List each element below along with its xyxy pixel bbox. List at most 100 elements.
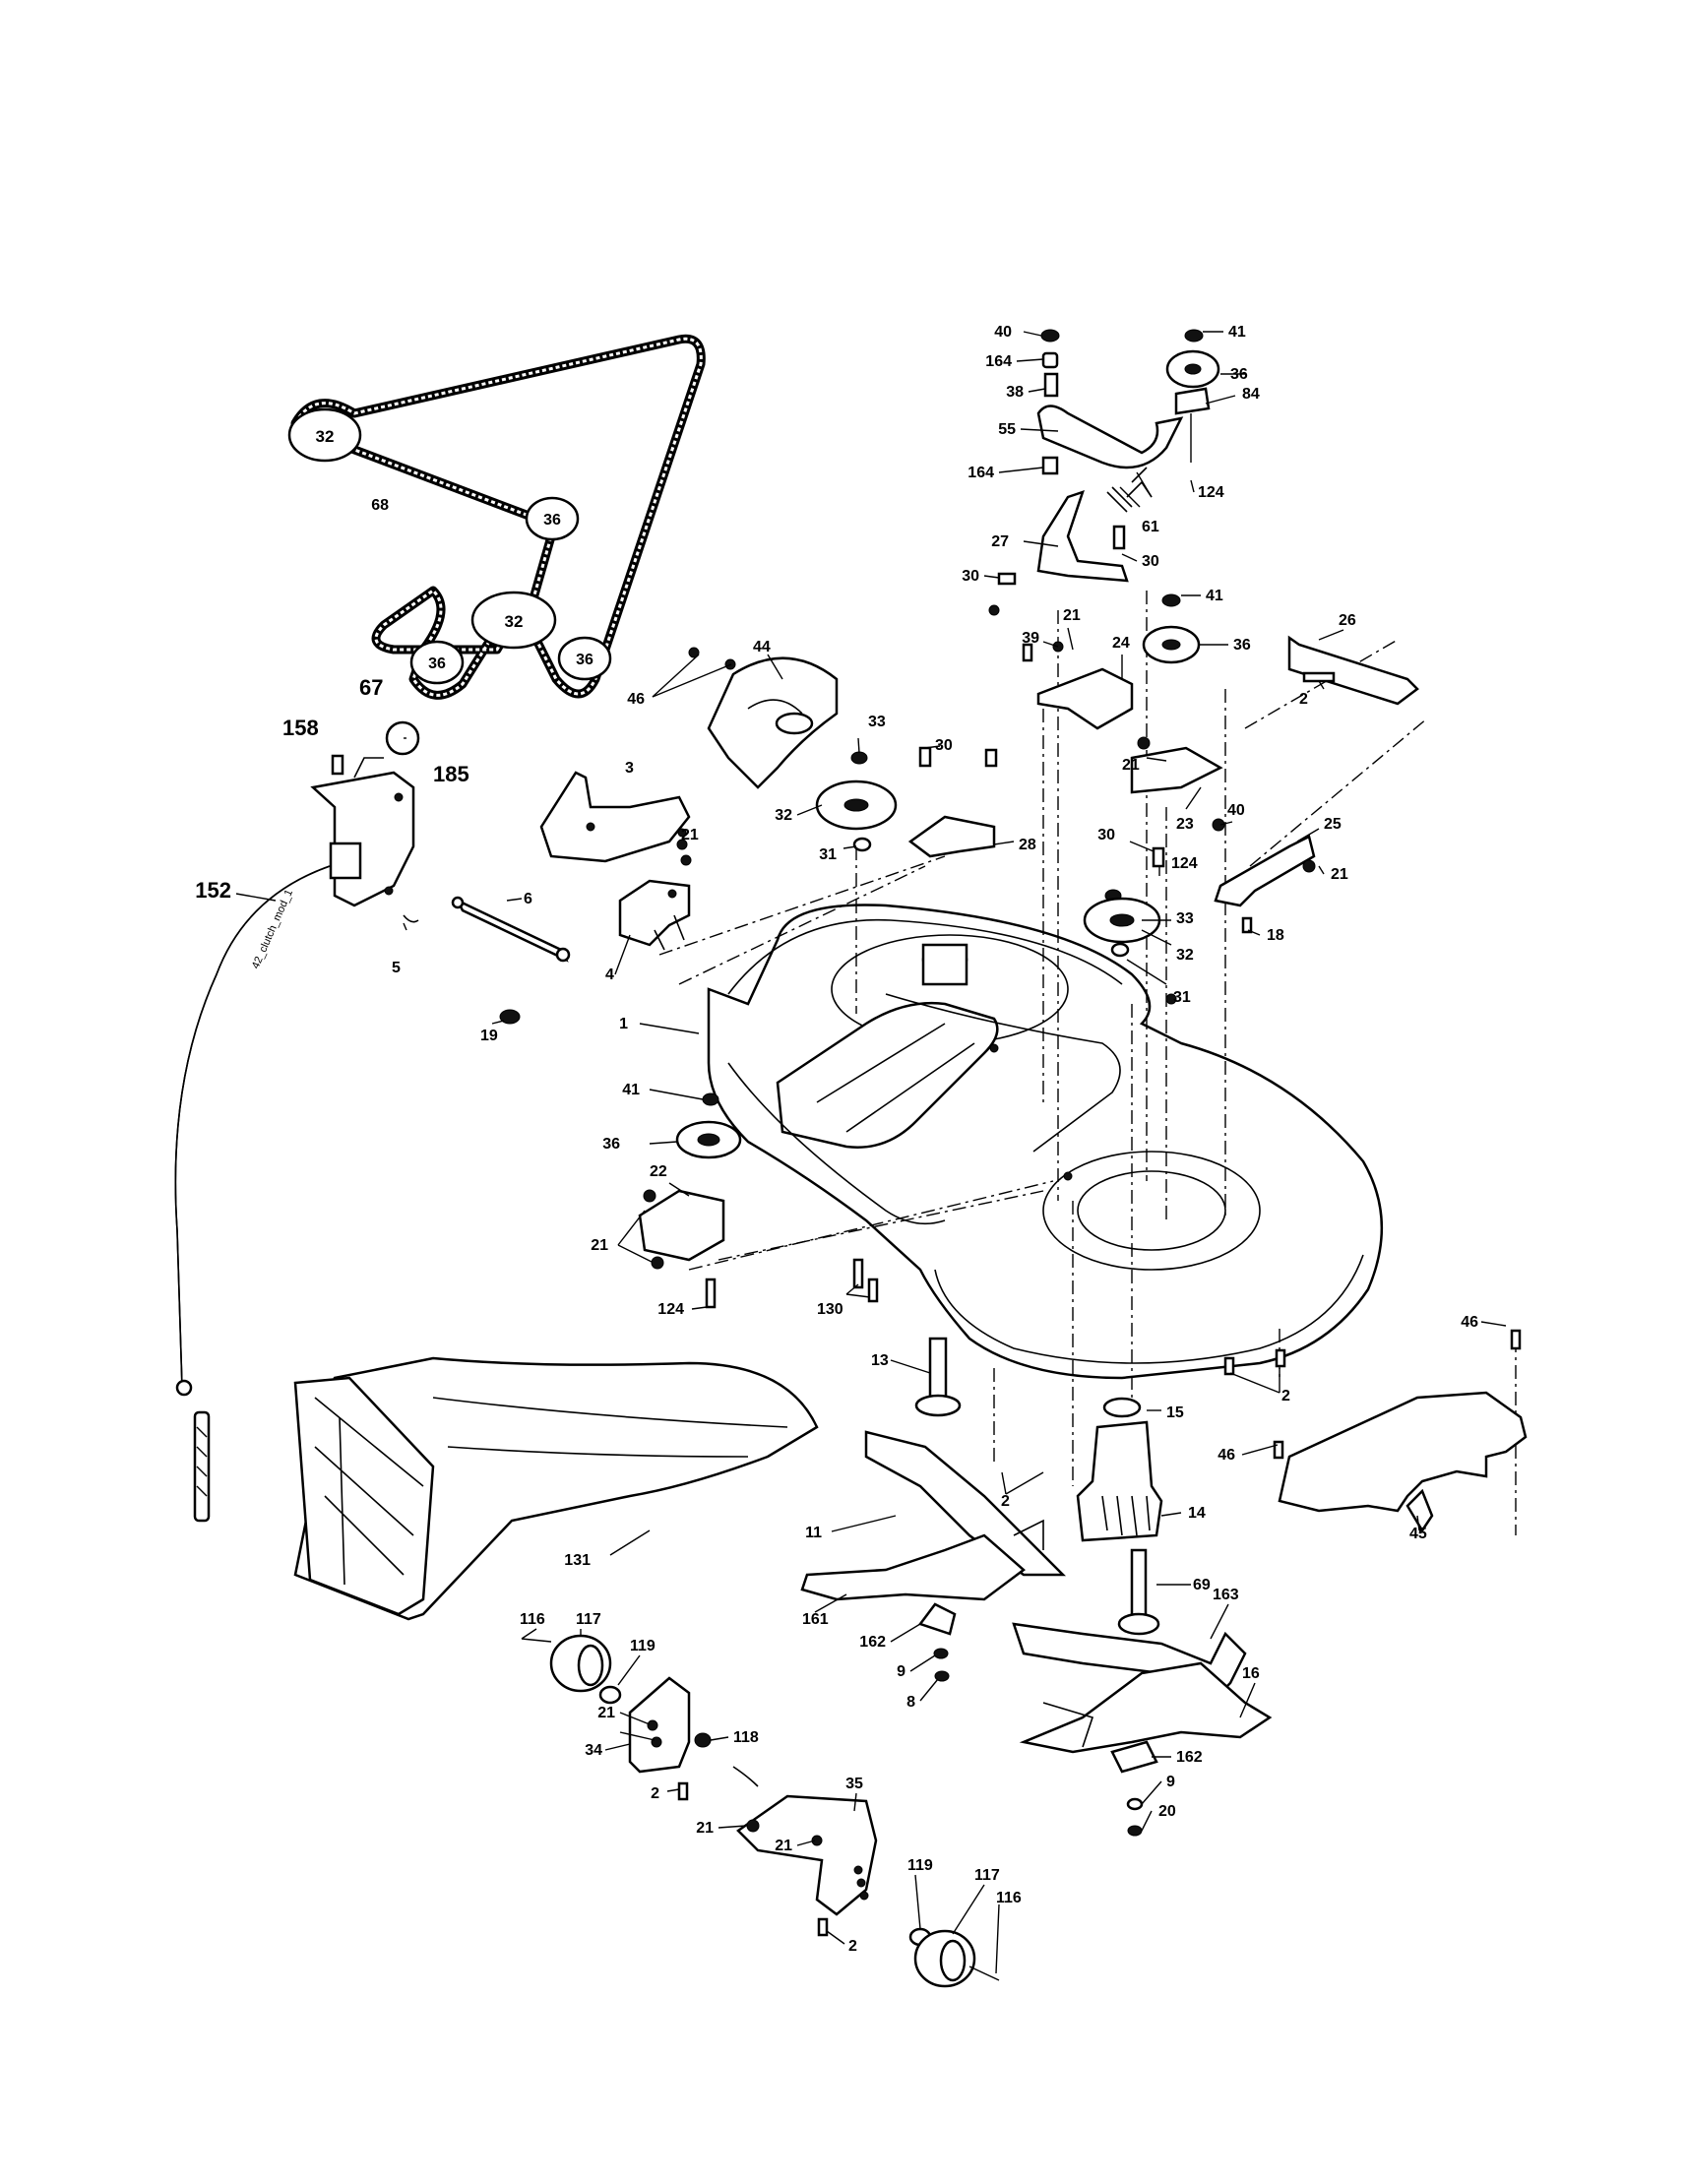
callout-numbers: 40 164 38 55 164 41 36 84 124 61 27 30 3…	[195, 324, 1478, 1955]
callout-13: 13	[871, 1352, 889, 1369]
part-67	[385, 720, 420, 756]
callout-46: 46	[1218, 1447, 1235, 1464]
callout-118: 118	[733, 1729, 759, 1746]
callout-46: 46	[1461, 1314, 1478, 1331]
callout-33: 33	[1176, 910, 1194, 927]
bracket-4	[618, 879, 691, 951]
idler-arm	[1036, 405, 1184, 469]
discharge-chute-131	[293, 1356, 819, 1621]
rod-6	[451, 896, 571, 963]
callout-39: 39	[1022, 630, 1039, 647]
callout-69: 69	[1193, 1577, 1211, 1593]
callout-55: 55	[998, 421, 1016, 438]
callout-162: 162	[1176, 1749, 1203, 1766]
callout-9: 9	[897, 1663, 905, 1680]
callout-18: 18	[1267, 927, 1284, 944]
callout-45: 45	[1409, 1526, 1427, 1542]
bracket-23	[1130, 746, 1223, 794]
callout-8: 8	[906, 1694, 915, 1711]
callout-161: 161	[802, 1611, 829, 1628]
callout-32: 32	[1176, 947, 1194, 964]
svg-text:36: 36	[428, 655, 446, 672]
callout-131: 131	[564, 1552, 591, 1569]
callout-30: 30	[935, 737, 953, 754]
callout-33: 33	[868, 714, 886, 730]
spindle-14	[1076, 1397, 1163, 1636]
callout-35: 35	[845, 1776, 863, 1792]
belt-pulley-36-bottom: 36	[557, 636, 612, 681]
callout-25: 25	[1324, 816, 1342, 833]
belt-pulley-36-right: 36	[525, 496, 580, 541]
mower-deck-housing	[707, 904, 1383, 1380]
belt-pulley-36-left: 36	[409, 640, 465, 685]
blade-adapters	[917, 1602, 1158, 1837]
side-plate-45	[1223, 1329, 1528, 1533]
belt-routing: 32 36 32 36 36	[287, 334, 706, 700]
assembly-centerlines	[658, 591, 1517, 1535]
callout-163: 163	[1213, 1587, 1239, 1603]
center-pulley-32	[815, 746, 998, 852]
bracket-3	[539, 771, 691, 863]
bracket-35	[736, 1794, 878, 1937]
callout-21: 21	[681, 827, 699, 843]
callout-9: 9	[1166, 1774, 1175, 1790]
spindle-13	[914, 1337, 962, 1417]
pin-5	[403, 914, 419, 923]
callout-116: 116	[520, 1611, 545, 1628]
clutch-bracket-185	[310, 754, 415, 907]
callout-117: 117	[576, 1611, 601, 1628]
bracket-34	[628, 1676, 759, 1801]
callout-20: 20	[1158, 1803, 1176, 1820]
callout-40: 40	[994, 324, 1012, 341]
callout-40: 40	[1227, 802, 1245, 819]
bracket-26	[1287, 635, 1419, 706]
tension-brackets	[1036, 635, 1419, 934]
callout-31: 31	[819, 846, 837, 863]
callout-21: 21	[1331, 866, 1348, 883]
nut-19	[499, 1009, 521, 1025]
callout-34: 34	[585, 1742, 602, 1759]
bracket-22	[638, 1189, 879, 1309]
callout-27: 27	[991, 533, 1009, 550]
callout-124: 124	[1171, 855, 1198, 872]
callout-68: 68	[371, 497, 389, 514]
bracket-25	[1214, 835, 1316, 907]
callout-164: 164	[985, 353, 1012, 370]
callout-24: 24	[1112, 635, 1130, 652]
callout-36: 36	[602, 1136, 620, 1153]
loose-hardware	[385, 604, 1177, 1181]
callout-162: 162	[859, 1634, 886, 1651]
clutch-cable-152: 42_clutch_mod_1	[174, 865, 331, 1523]
callout-21: 21	[591, 1237, 608, 1254]
callout-28: 28	[1019, 837, 1036, 853]
belt-guard-44	[688, 647, 839, 789]
callout-19: 19	[480, 1028, 498, 1044]
callout-21: 21	[1122, 757, 1140, 774]
callout-41: 41	[622, 1082, 640, 1098]
svg-text:32: 32	[505, 612, 524, 631]
callout-36: 36	[1233, 637, 1251, 654]
callout-67: 67	[359, 675, 383, 700]
callout-5: 5	[392, 960, 401, 976]
callout-119: 119	[630, 1638, 656, 1654]
callout-21: 21	[597, 1705, 615, 1721]
blade-11	[800, 1430, 1067, 1601]
belt-pulley-32-top: 32	[287, 407, 362, 463]
callout-38: 38	[1006, 384, 1024, 401]
callout-16: 16	[1242, 1665, 1260, 1682]
callout-1: 1	[619, 1016, 628, 1032]
callout-41: 41	[1228, 324, 1246, 341]
callout-164: 164	[968, 465, 994, 481]
callout-158: 158	[282, 716, 319, 740]
belt-pulley-32-center: 32	[470, 591, 557, 650]
callout-117: 117	[974, 1867, 1000, 1884]
callout-31: 31	[1173, 989, 1191, 1006]
callout-21: 21	[696, 1820, 714, 1837]
callout-30: 30	[1097, 827, 1115, 843]
callout-152: 152	[195, 878, 231, 903]
callout-44: 44	[753, 639, 771, 655]
callout-21: 21	[1063, 607, 1081, 624]
callout-2: 2	[848, 1938, 857, 1955]
svg-text:36: 36	[543, 512, 561, 529]
